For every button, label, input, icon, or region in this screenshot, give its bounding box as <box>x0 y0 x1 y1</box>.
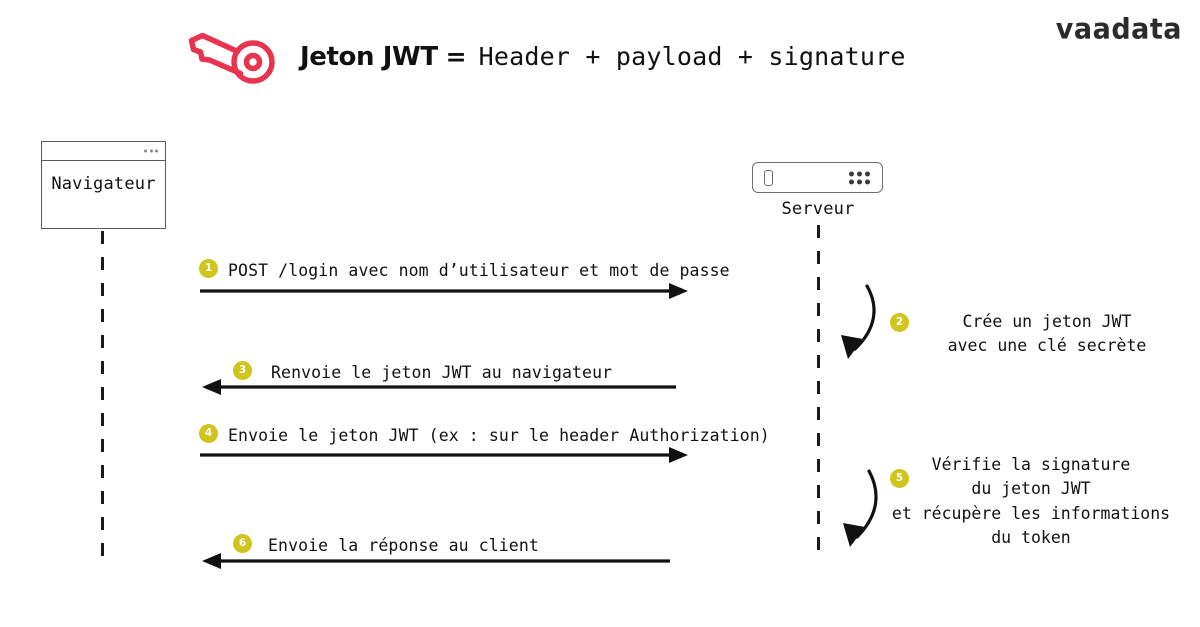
lifeline-browser <box>101 231 104 565</box>
note-2-curved-arrow <box>841 284 876 359</box>
step-badge-1: 1 <box>199 259 218 278</box>
message-4-arrow <box>200 447 688 463</box>
browser-window-icon: Navigateur <box>41 141 166 229</box>
browser-node-label: Navigateur <box>51 174 156 194</box>
message-3-label: Renvoie le jeton JWT au navigateur <box>271 363 613 382</box>
message-1-label: POST /login avec nom d’utilisateur et mo… <box>228 261 730 280</box>
message-4-label: Envoie le jeton JWT (ex : sur le header … <box>228 426 770 445</box>
diagram-title: Jeton JWT = Header + payload + signature <box>182 22 906 92</box>
browser-menu-dots-icon <box>144 149 158 153</box>
note-5-curved-arrow <box>843 469 878 547</box>
step-badge-2: 2 <box>890 313 909 332</box>
lifeline-server <box>817 225 820 552</box>
key-icon <box>188 32 275 84</box>
title-formula: Header + payload + signature <box>478 42 906 71</box>
server-node-label: Serveur <box>781 199 855 219</box>
step-badge-5: 5 <box>890 469 909 488</box>
message-6-label: Envoie la réponse au client <box>268 536 539 555</box>
step-badge-6: 6 <box>233 534 252 553</box>
step-badge-3: 3 <box>233 361 252 380</box>
step-badge-4: 4 <box>199 424 218 443</box>
note-2-text: Crée un jeton JWT avec une clé secrète <box>947 312 1147 356</box>
message-1-arrow <box>200 283 688 299</box>
vaadata-logo: vaadata <box>1055 13 1182 46</box>
note-5-text: Vérifie la signature du jeton JWT et réc… <box>891 455 1171 547</box>
message-6-arrow <box>202 553 670 569</box>
title-equals: = <box>445 42 467 71</box>
server-slot-icon <box>764 169 773 186</box>
server-rack-icon <box>752 162 883 193</box>
title-strong: Jeton JWT <box>300 42 438 72</box>
message-3-arrow <box>202 379 676 395</box>
browser-titlebar <box>42 142 165 161</box>
server-dots-icon <box>849 171 870 184</box>
